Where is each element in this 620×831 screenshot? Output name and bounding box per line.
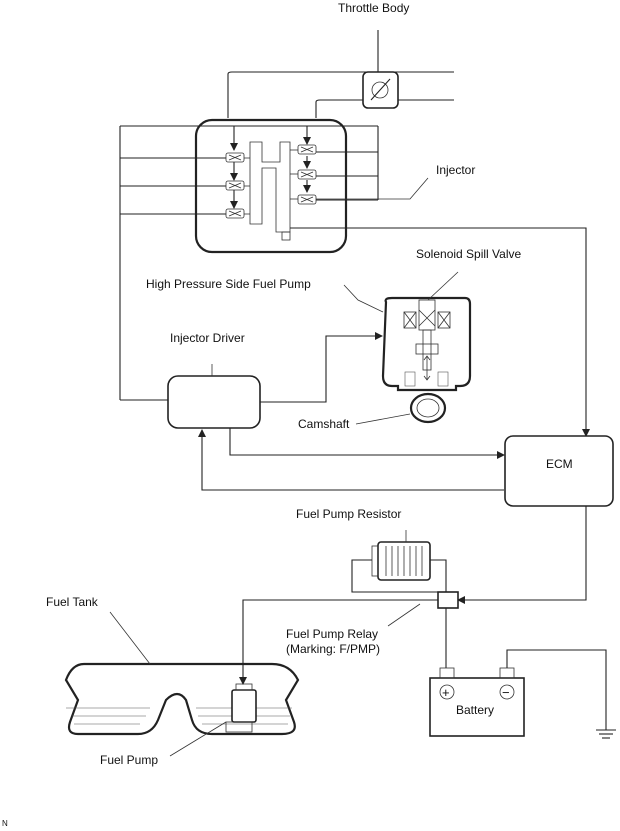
fuel-pump-label: Fuel Pump — [100, 753, 158, 767]
injector-left-3 — [225, 208, 245, 219]
ecm-box — [504, 435, 614, 507]
fuel-pump-resistor — [371, 541, 431, 581]
battery — [429, 667, 525, 737]
high-pressure-pump-label: High Pressure Side Fuel Pump — [146, 277, 311, 291]
corner-mark: N — [2, 819, 8, 828]
throttle-body — [227, 30, 454, 118]
fuel-tank — [64, 662, 300, 736]
throttle-body-label: Throttle Body — [338, 1, 409, 15]
injector-right-2 — [297, 169, 317, 180]
ground-icon — [596, 729, 616, 739]
engine-block — [119, 118, 379, 401]
battery-negative-terminal: − — [502, 685, 510, 700]
injector-left-2 — [225, 180, 245, 191]
ecm-label: ECM — [546, 457, 573, 471]
battery-positive-terminal: + — [442, 685, 450, 700]
injector-driver-label: Injector Driver — [170, 331, 245, 345]
fuel-tank-label: Fuel Tank — [46, 595, 99, 609]
injector-right-3 — [297, 194, 317, 205]
camshaft-label: Camshaft — [298, 417, 350, 431]
injector-left-1 — [225, 152, 245, 163]
injector-driver-box — [167, 375, 261, 429]
fuel-pump-relay-label-2: (Marking: F/PMP) — [286, 642, 380, 656]
fuel-pump-resistor-label: Fuel Pump Resistor — [296, 507, 401, 521]
injector-right-1 — [297, 144, 317, 155]
battery-label: Battery — [456, 703, 494, 717]
fuel-pump-relay — [437, 591, 459, 609]
camshaft — [409, 392, 447, 424]
fuel-pump — [225, 683, 257, 733]
solenoid-spill-valve-label: Solenoid Spill Valve — [416, 247, 522, 261]
high-pressure-fuel-pump — [381, 296, 472, 392]
injector-label: Injector — [436, 163, 475, 177]
fuel-pump-relay-label-1: Fuel Pump Relay — [286, 627, 378, 641]
